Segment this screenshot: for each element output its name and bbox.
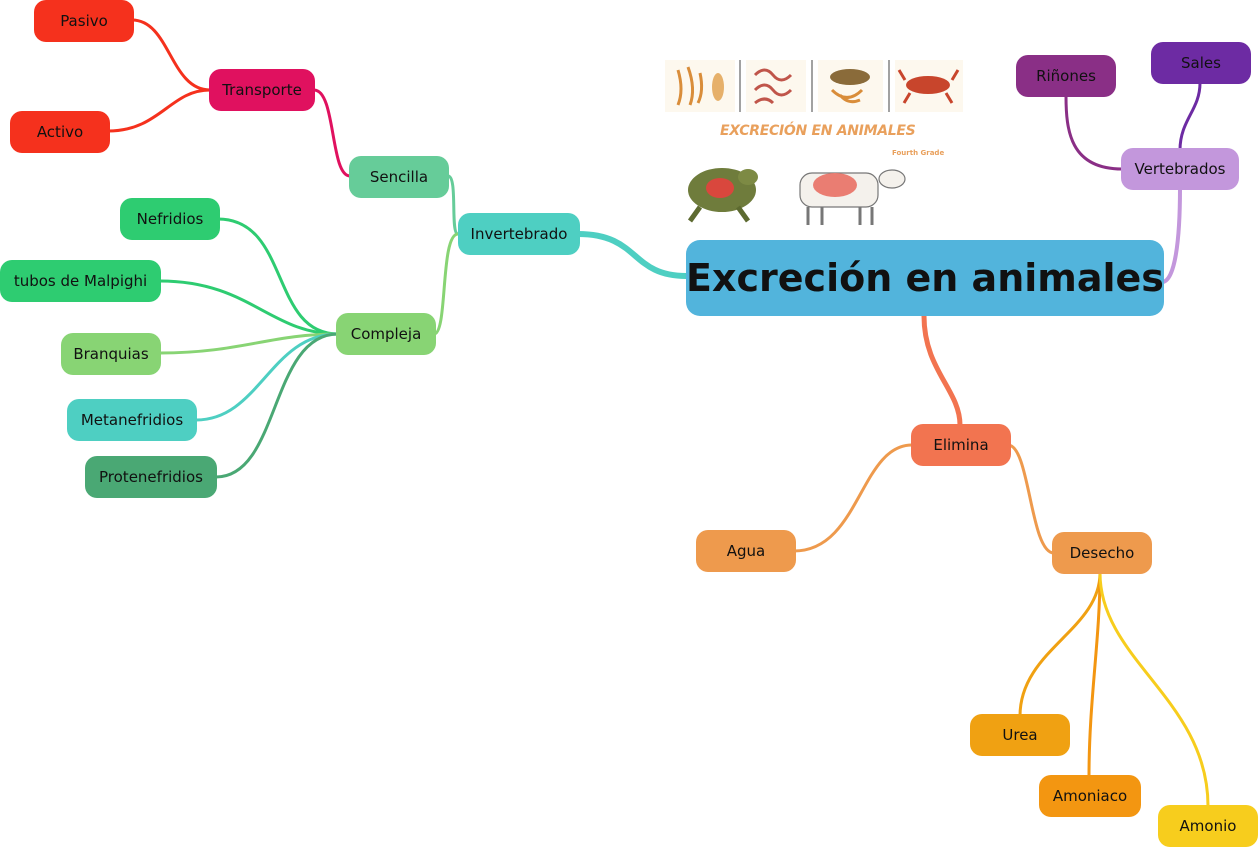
insect-drawing (818, 60, 883, 112)
node-label: Amoniaco (1052, 787, 1128, 805)
node-activo[interactable]: Activo (10, 111, 110, 153)
node-nefridios[interactable]: Nefridios (120, 198, 220, 240)
link-compleja-malpighi (159, 279, 339, 336)
node-label: Agua (726, 542, 766, 560)
node-label: Invertebrado (470, 225, 568, 243)
node-malpighi[interactable]: tubos de Malpighi (0, 260, 161, 302)
illustration-caption: EXCRECIÓN EN ANIMALES (720, 123, 916, 139)
link-root-vertebrados (1161, 187, 1182, 284)
node-amoniaco[interactable]: Amoniaco (1039, 775, 1141, 817)
node-label: Branquias (73, 345, 149, 363)
link-desecho-urea (1018, 572, 1102, 717)
link-sencilla-transporte (313, 88, 351, 178)
node-label: Urea (1002, 726, 1038, 744)
link-transporte-activo (107, 88, 211, 133)
node-label: Protenefridios (99, 468, 203, 486)
node-label: Sales (1181, 54, 1221, 72)
node-invertebrado[interactable]: Invertebrado (458, 213, 580, 255)
link-invertebrado-compleja (433, 232, 459, 336)
node-label: Metanefridios (80, 411, 184, 429)
node-label: tubos de Malpighi (13, 272, 148, 290)
node-vertebrados[interactable]: Vertebrados (1121, 148, 1239, 190)
link-desecho-amoniaco (1087, 572, 1102, 777)
node-label: Transporte (222, 81, 302, 99)
link-compleja-nefridios (217, 217, 339, 336)
node-urea[interactable]: Urea (970, 714, 1070, 756)
link-transporte-pasivo (131, 18, 211, 92)
node-label: Pasivo (60, 12, 108, 30)
earthworm-drawing (746, 60, 806, 112)
root-label: Excreción en animales (686, 256, 1164, 300)
node-sencilla[interactable]: Sencilla (349, 156, 449, 198)
illustration-graphic (665, 60, 963, 225)
link-compleja-protonefridios (215, 332, 339, 479)
crab-drawing (895, 60, 963, 112)
root-node[interactable]: Excreción en animales (686, 240, 1164, 316)
node-label: Riñones (1036, 67, 1096, 85)
node-pasivo[interactable]: Pasivo (34, 0, 134, 42)
node-label: Activo (36, 123, 84, 141)
node-amonio[interactable]: Amonio (1158, 805, 1258, 847)
excretion-illustration: EXCRECIÓN EN ANIMALES Fourth Grade (660, 55, 970, 230)
node-rinones[interactable]: Riñones (1016, 55, 1116, 97)
node-label: Elimina (933, 436, 989, 454)
worm-drawing (665, 60, 735, 112)
link-elimina-agua (793, 443, 913, 553)
node-protonefridios[interactable]: Protenefridios (85, 456, 217, 498)
link-invertebrado-sencilla (447, 174, 460, 236)
link-root-elimina (921, 315, 963, 426)
node-label: Nefridios (136, 210, 204, 228)
link-root-invertebrado (577, 231, 687, 279)
illustration-subcaption: Fourth Grade (892, 149, 945, 157)
link-compleja-metanefridios (195, 332, 339, 422)
node-branquias[interactable]: Branquias (61, 333, 161, 375)
node-metanefridios[interactable]: Metanefridios (67, 399, 197, 441)
node-elimina[interactable]: Elimina (911, 424, 1011, 466)
node-agua[interactable]: Agua (696, 530, 796, 572)
node-label: Compleja (350, 325, 422, 343)
node-label: Amonio (1179, 817, 1237, 835)
node-desecho[interactable]: Desecho (1052, 532, 1152, 574)
link-elimina-desecho (1007, 443, 1055, 555)
link-compleja-branquias (159, 332, 339, 355)
cow-drawing (799, 169, 906, 225)
link-desecho-amonio (1098, 572, 1210, 807)
node-label: Vertebrados (1134, 160, 1226, 178)
node-compleja[interactable]: Compleja (336, 313, 436, 355)
node-transporte[interactable]: Transporte (209, 69, 315, 111)
link-vertebrados-rinones (1064, 95, 1123, 171)
frog-drawing (687, 168, 758, 223)
node-sales[interactable]: Sales (1151, 42, 1251, 84)
node-label: Sencilla (369, 168, 429, 186)
node-label: Desecho (1069, 544, 1135, 562)
link-vertebrados-sales (1178, 82, 1202, 151)
